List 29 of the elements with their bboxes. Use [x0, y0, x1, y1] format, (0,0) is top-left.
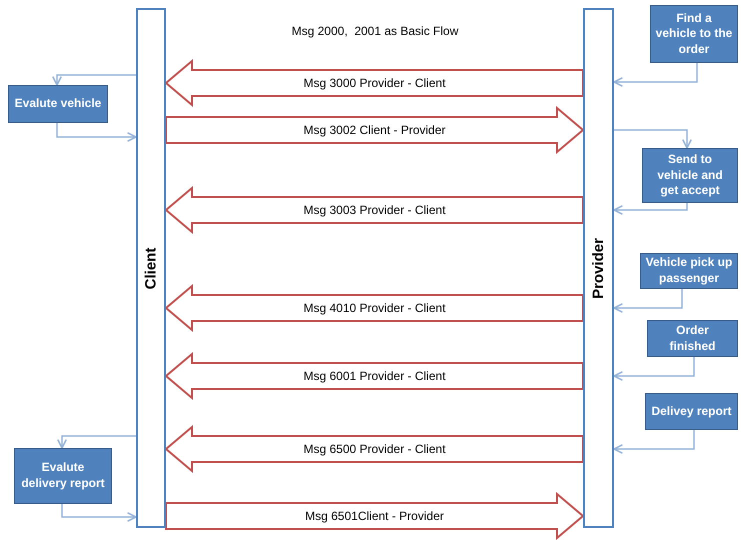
arrow: [613, 357, 695, 381]
arrow: [613, 63, 698, 87]
lifeline-label: Client: [142, 247, 160, 289]
arrow: [613, 430, 695, 454]
edge-label: Msg 3002 Client - Provider: [301, 123, 448, 137]
process-box: Delivey report: [645, 393, 738, 430]
lifeline-label: Provider: [590, 238, 607, 298]
process-box: Vehicle pick up passenger: [640, 253, 738, 289]
arrow: [613, 289, 683, 313]
edge-label: Msg 3000 Provider - Client: [301, 76, 448, 90]
arrow: [56, 123, 137, 142]
edge-label: Msg 6500 Provider - Client: [301, 442, 448, 456]
process-box: Send to vehicle and get accept: [642, 148, 738, 203]
arrow: [613, 203, 688, 215]
edge-label: Msg 6001 Provider - Client: [301, 369, 448, 383]
process-box: Evalute vehicle: [8, 85, 108, 123]
arrow: [52, 74, 136, 86]
process-box: Find a vehicle to the order: [650, 5, 738, 63]
lifeline-bar: [583, 8, 614, 528]
edge-label: Msg 6501Client - Provider: [303, 509, 446, 523]
process-box: Order finished: [647, 320, 738, 357]
process-box: Evalute delivery report: [14, 448, 112, 504]
flow-note: Msg 2000, 2001 as Basic Flow: [292, 24, 458, 38]
lifeline-bar: [136, 8, 166, 528]
arrow: [57, 435, 136, 449]
arrow: [614, 129, 692, 149]
arrow: [61, 504, 137, 522]
edge-label: Msg 4010 Provider - Client: [301, 301, 448, 315]
edge-label: Msg 3003 Provider - Client: [301, 203, 448, 217]
